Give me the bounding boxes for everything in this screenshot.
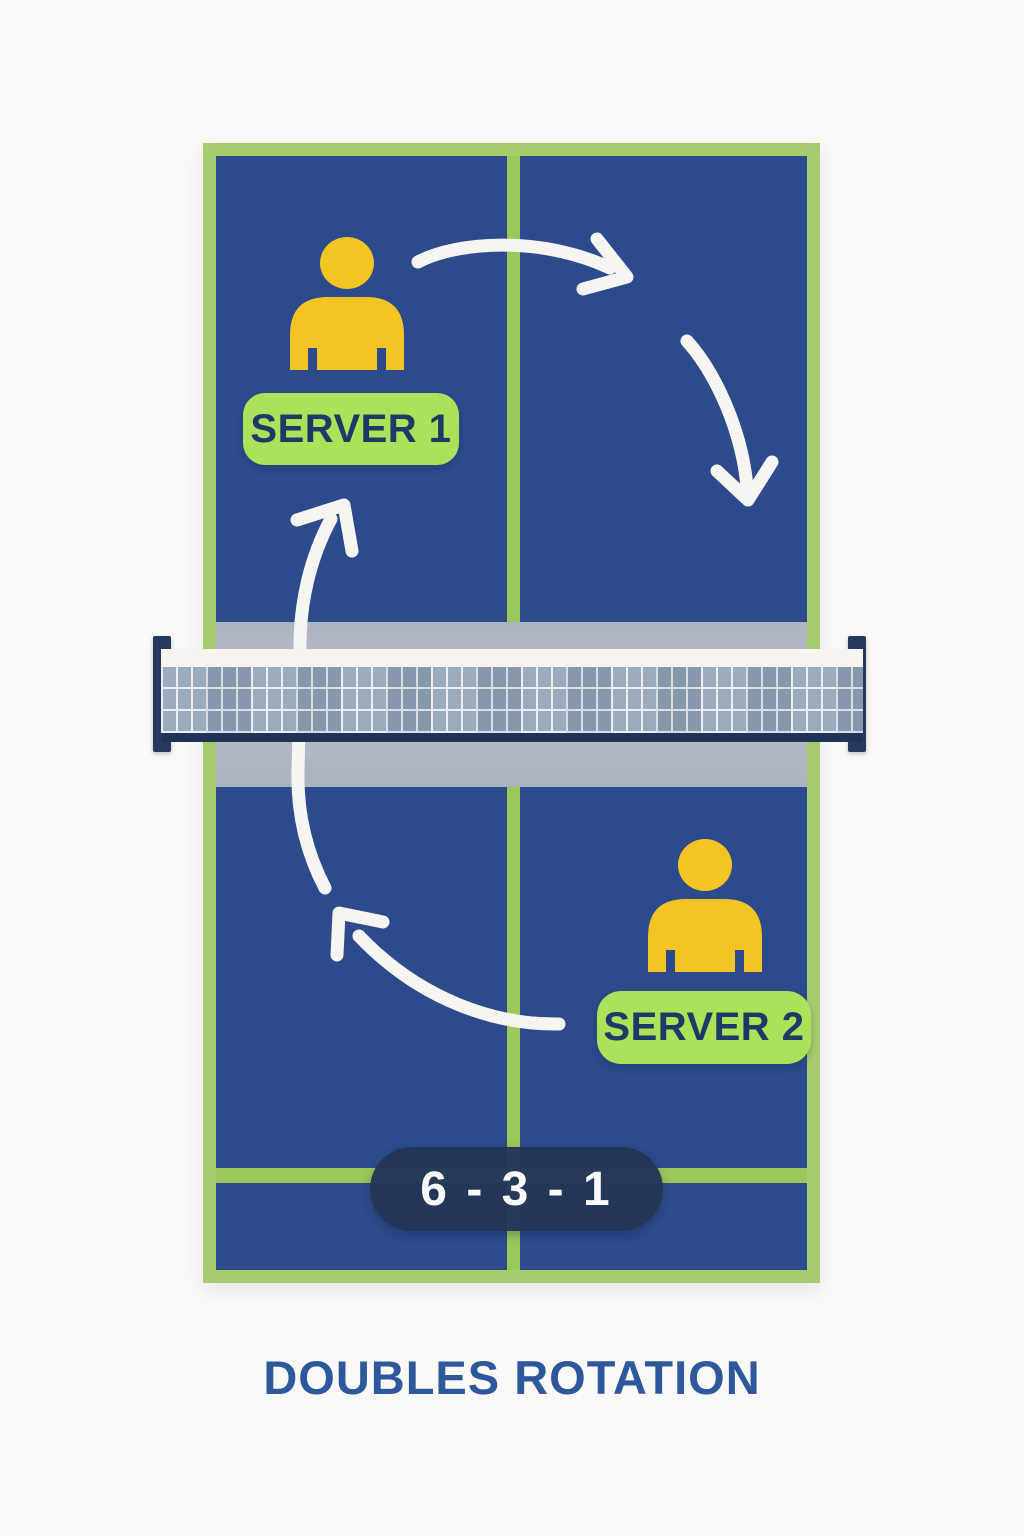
player-icon xyxy=(648,839,762,972)
rotation-sequence-badge: 6 - 3 - 1 xyxy=(370,1147,663,1231)
rotation-arrow-down-icon xyxy=(680,334,779,507)
player-icon xyxy=(290,237,404,370)
server1-player xyxy=(286,236,410,372)
server2-badge-label: SERVER 2 xyxy=(603,1005,805,1049)
rotation-arrow-upleft-icon xyxy=(330,906,566,1031)
net-mesh xyxy=(161,667,863,733)
rotation-sequence-label: 6 - 3 - 1 xyxy=(420,1162,613,1216)
server2-badge: SERVER 2 xyxy=(597,991,811,1064)
net-top-tape xyxy=(161,649,863,667)
server1-badge-label: SERVER 1 xyxy=(250,406,452,451)
net-bottom-bar xyxy=(161,733,863,742)
server2-player xyxy=(644,838,768,974)
server1-badge: SERVER 1 xyxy=(243,393,459,465)
rotation-arrow-right-icon xyxy=(411,232,634,296)
page-title: DOUBLES ROTATION xyxy=(263,1351,761,1404)
